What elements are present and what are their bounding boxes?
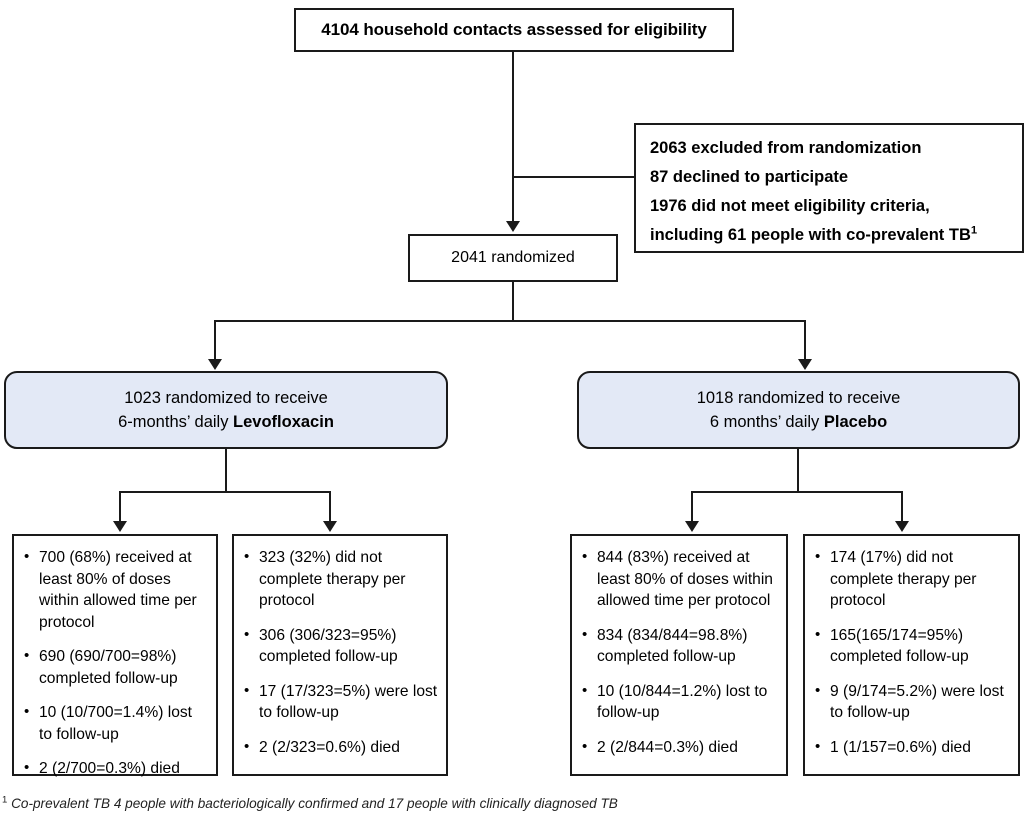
outcome-box-placebo-completed: 844 (83%) received at least 80% of doses… [570,534,788,776]
outcome-list-4: 174 (17%) did not complete therapy per p… [815,546,1010,759]
outcome-list-2: 323 (32%) did not complete therapy per p… [244,546,438,759]
arrowhead-to-outcome-1 [113,521,127,532]
footnote-marker: 1 [2,794,8,806]
arrowhead-to-outcome-2 [323,521,337,532]
connector-to-placebo-arm [804,320,806,362]
list-item: 165(165/174=95%) completed follow-up [815,624,1010,668]
randomized-label: 2041 randomized [451,249,575,266]
levofloxacin-arm-line-2: 6-months’ daily Levofloxacin [118,410,334,434]
outcome-list-1: 700 (68%) received at least 80% of doses… [24,546,208,780]
list-item: 2 (2/700=0.3%) died [24,757,208,780]
placebo-arm-drug: Placebo [823,413,888,431]
connector-placebo-split-bar [691,491,903,493]
outcome-box-placebo-not-completed: 174 (17%) did not complete therapy per p… [803,534,1020,776]
placebo-arm-duration: 6 months’ daily [709,413,824,431]
connector-to-levofloxacin-arm [214,320,216,362]
connector-placebo-stem [797,449,799,492]
outcome-box-levofloxacin-not-completed: 323 (32%) did not complete therapy per p… [232,534,448,776]
arrowhead-to-randomized [506,221,520,232]
arrowhead-to-outcome-3 [685,521,699,532]
list-item: 17 (17/323=5%) were lost to follow-up [244,680,438,724]
levofloxacin-arm-duration: 6-months’ daily [118,413,234,431]
assessed-for-eligibility-label: 4104 household contacts assessed for eli… [321,20,707,39]
footnote: 1 Co-prevalent TB 4 people with bacterio… [2,794,618,811]
excluded-from-randomization-box: 2063 excluded from randomization 87 decl… [634,123,1024,253]
placebo-arm-line-2: 6 months’ daily Placebo [710,410,887,434]
excluded-line-4-text: including 61 people with co-prevalent TB [650,226,971,244]
connector-to-outcome-1 [119,491,121,524]
randomized-box: 2041 randomized [408,234,618,282]
arrowhead-to-placebo-arm [798,359,812,370]
connector-to-outcome-4 [901,491,903,524]
excluded-line-1: 2063 excluded from randomization [650,139,922,157]
list-item: 700 (68%) received at least 80% of doses… [24,546,208,633]
list-item: 323 (32%) did not complete therapy per p… [244,546,438,612]
list-item: 844 (83%) received at least 80% of doses… [582,546,778,612]
list-item: 690 (690/700=98%) completed follow-up [24,645,208,689]
connector-levofloxacin-stem [225,449,227,492]
list-item: 10 (10/700=1.4%) lost to follow-up [24,701,208,745]
list-item: 834 (834/844=98.8%) completed follow-up [582,624,778,668]
placebo-arm-line-1: 1018 randomized to receive [696,389,901,407]
connector-to-outcome-3 [691,491,693,524]
list-item: 2 (2/844=0.3%) died [582,736,778,759]
footnote-marker-superscript: 1 [970,224,978,237]
connector-randomized-split-bar [214,320,806,322]
outcome-list-3: 844 (83%) received at least 80% of doses… [582,546,778,759]
list-item: 2 (2/323=0.6%) died [244,736,438,759]
excluded-line-4: including 61 people with co-prevalent TB… [650,221,1010,250]
connector-to-excluded [512,176,636,178]
levofloxacin-arm-line-1: 1023 randomized to receive [124,389,328,407]
placebo-arm-box: 1018 randomized to receive 6 months’ dai… [577,371,1020,449]
arrowhead-to-levofloxacin-arm [208,359,222,370]
levofloxacin-arm-drug: Levofloxacin [233,413,334,431]
arrowhead-to-outcome-4 [895,521,909,532]
list-item: 10 (10/844=1.2%) lost to follow-up [582,680,778,724]
excluded-line-3: 1976 did not meet eligibility criteria, [650,197,930,215]
connector-levofloxacin-split-bar [119,491,331,493]
connector-top-to-randomized [512,52,514,223]
list-item: 9 (9/174=5.2%) were lost to follow-up [815,680,1010,724]
excluded-line-2: 87 declined to participate [650,168,849,186]
footnote-text: Co-prevalent TB 4 people with bacteriolo… [11,796,618,811]
outcome-box-levofloxacin-completed: 700 (68%) received at least 80% of doses… [12,534,218,778]
connector-to-outcome-2 [329,491,331,524]
assessed-for-eligibility-box: 4104 household contacts assessed for eli… [294,8,734,52]
levofloxacin-arm-box: 1023 randomized to receive 6-months’ dai… [4,371,448,449]
list-item: 306 (306/323=95%) completed follow-up [244,624,438,668]
connector-randomized-stem [512,282,514,321]
list-item: 1 (1/157=0.6%) died [815,736,1010,759]
list-item: 174 (17%) did not complete therapy per p… [815,546,1010,612]
